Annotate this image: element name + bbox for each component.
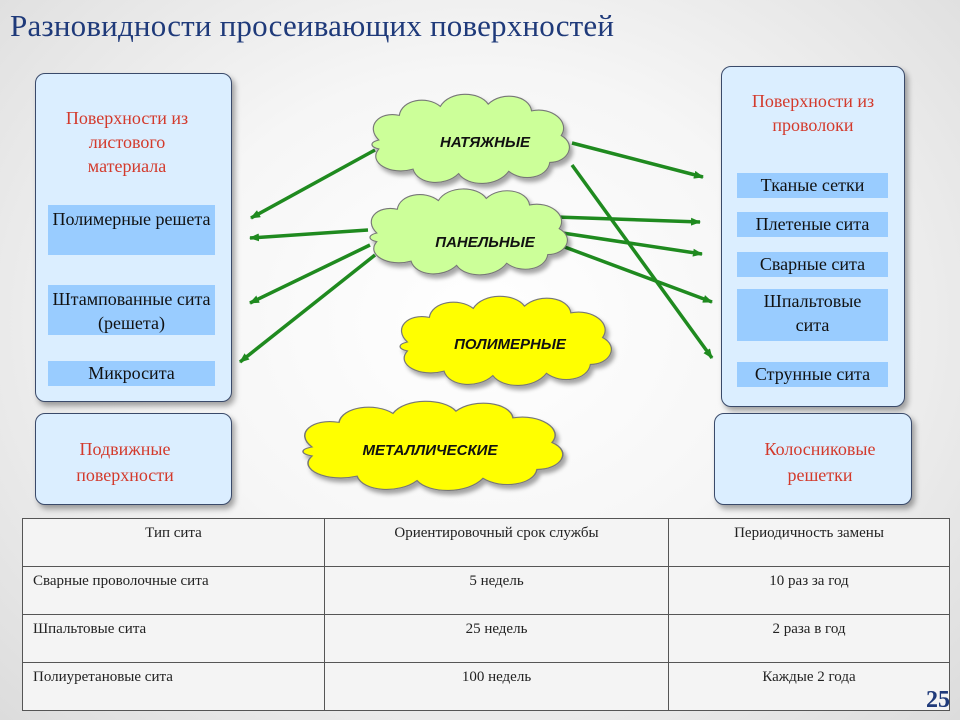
- chip-woven-mesh: Тканые сетки: [737, 173, 888, 198]
- table-header-row: Тип сита Ориентировочный срок службы Пер…: [22, 518, 950, 567]
- arrow-tension-to-woven: [571, 141, 704, 179]
- table-cell: Полиуретановые сита: [22, 662, 325, 711]
- arrow-panel-to-stamped: [249, 243, 371, 305]
- cloud-tension-label: НАТЯЖНЫЕ: [440, 134, 530, 151]
- table-row: Шпальтовые сита 25 недель 2 раза в год: [22, 614, 950, 663]
- table-header-cell: Ориентировочный срок службы: [324, 518, 669, 567]
- table-cell: 100 недель: [324, 662, 669, 711]
- panel-wire-title: Поверхности из проволоки: [751, 91, 875, 135]
- chip-stamped-screens: Штампованные сита (решета): [48, 285, 215, 335]
- chip-polymer-screens: Полимерные решета: [48, 205, 215, 255]
- panel-grizzly-screens: [714, 413, 912, 505]
- arrows-left: [238, 148, 377, 364]
- panel-sheet-material-title: Поверхности из листового материала: [65, 108, 189, 176]
- panel-movable-surfaces: [35, 413, 232, 505]
- arrow-panel-to-welded: [555, 230, 703, 257]
- table-cell: 5 недель: [324, 566, 669, 615]
- chip-microscreens: Микросита: [48, 361, 215, 386]
- table-row: Сварные проволочные сита 5 недель 10 раз…: [22, 566, 950, 615]
- table-header-cell: Тип сита: [22, 518, 325, 567]
- arrow-panel-to-braided: [555, 215, 701, 226]
- arrow-panel-to-wedge: [561, 244, 713, 304]
- table-cell: Сварные проволочные сита: [22, 566, 325, 615]
- cloud-polymer-label: ПОЛИМЕРНЫЕ: [454, 336, 566, 353]
- table-cell: 10 раз за год: [668, 566, 950, 615]
- page-number: 25: [926, 687, 950, 713]
- arrow-panel-to-polymer: [249, 228, 369, 242]
- arrows-right: [555, 141, 714, 360]
- table-cell: Каждые 2 года: [668, 662, 950, 711]
- grizzly-screens-label: Колосниковые решетки: [764, 439, 876, 485]
- chip-wedge-wire-screens: Шпальтовые сита: [737, 289, 888, 341]
- movable-surfaces-label: Подвижные поверхности: [76, 439, 174, 485]
- chip-braided-screens: Плетеные сита: [737, 212, 888, 237]
- chip-string-screens: Струнные сита: [737, 362, 888, 387]
- arrow-tension-to-polymer: [250, 148, 376, 220]
- table-cell: 2 раза в год: [668, 614, 950, 663]
- table-cell: 25 недель: [324, 614, 669, 663]
- cloud-metallic-label: МЕТАЛЛИЧЕСКИЕ: [362, 442, 498, 459]
- page-title: Разновидности просеивающих поверхностей: [10, 8, 615, 43]
- chip-welded-screens: Сварные сита: [737, 252, 888, 277]
- arrow-tension-to-string: [570, 163, 714, 360]
- arrow-panel-to-micro: [238, 253, 377, 364]
- table-cell: Шпальтовые сита: [22, 614, 325, 663]
- cloud-panel: [369, 188, 569, 276]
- table-header-cell: Периодичность замены: [668, 518, 950, 567]
- table-row: Полиуретановые сита 100 недель Каждые 2 …: [22, 662, 950, 711]
- screens-lifetime-table: Тип сита Ориентировочный срок службы Пер…: [22, 518, 950, 711]
- cloud-panel-label: ПАНЕЛЬНЫЕ: [435, 234, 535, 251]
